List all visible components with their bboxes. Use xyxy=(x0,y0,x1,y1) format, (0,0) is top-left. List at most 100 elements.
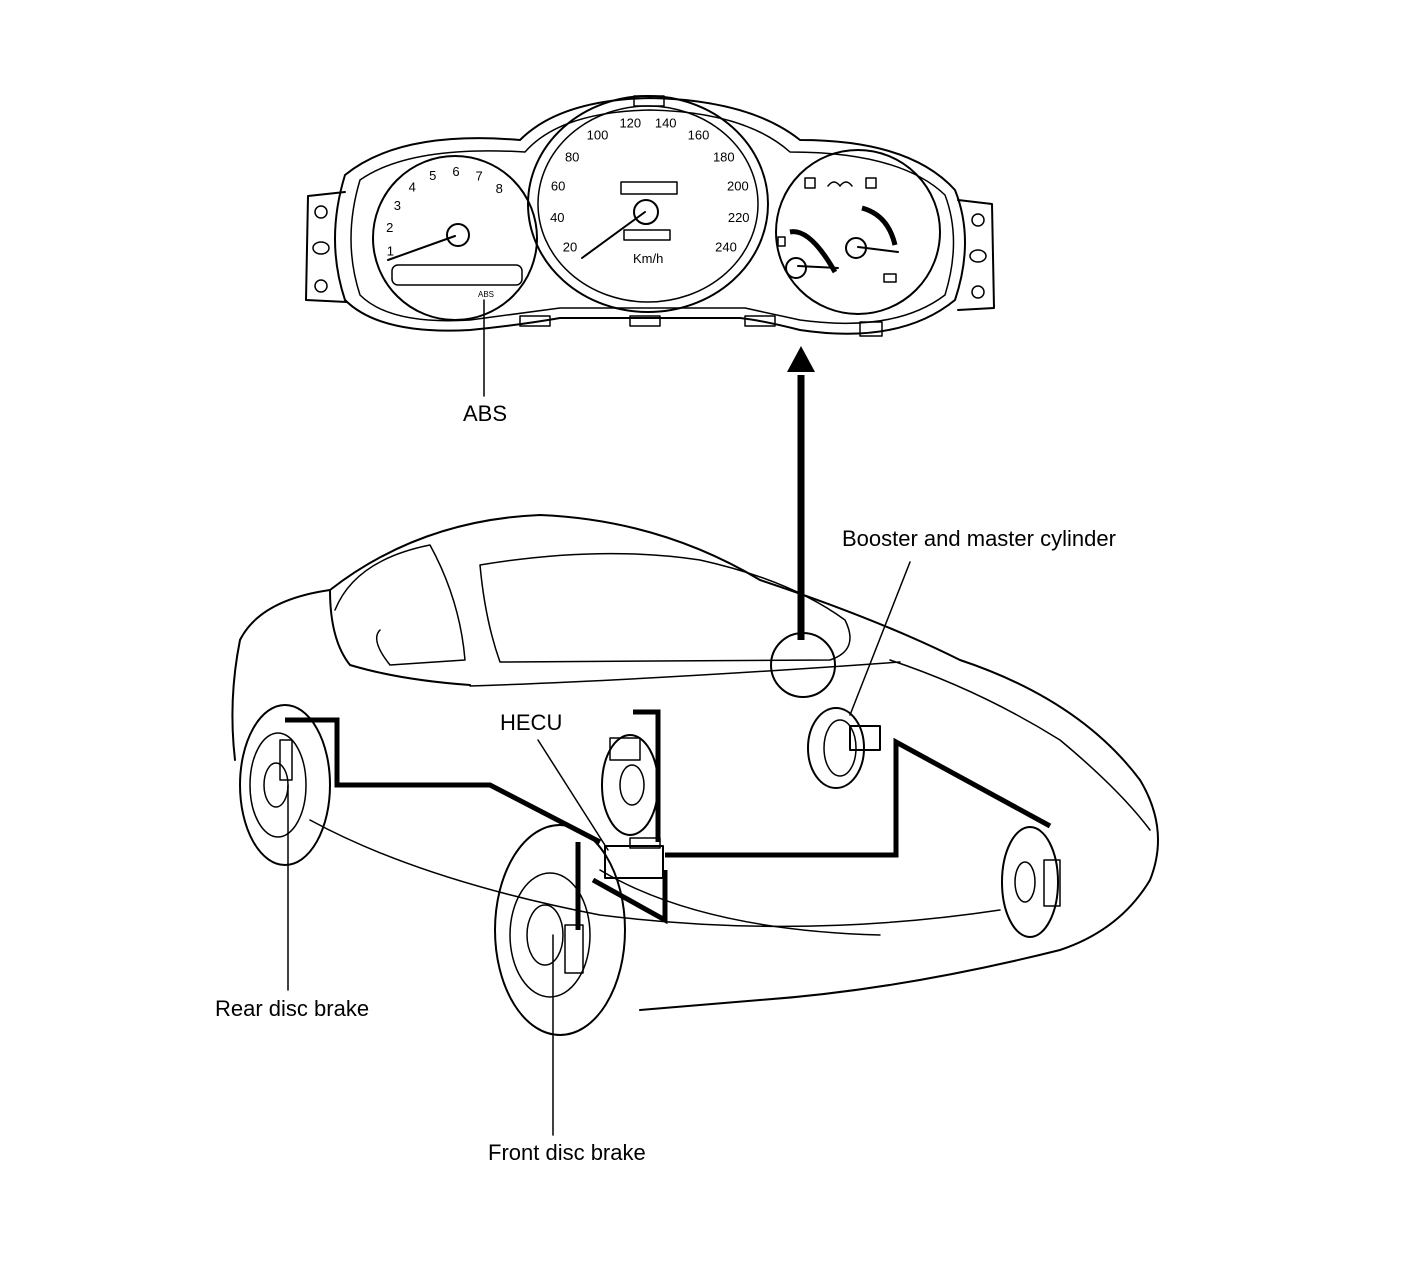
brake-booster xyxy=(807,707,865,789)
rear-right-caliper xyxy=(609,737,641,761)
hecu-body xyxy=(604,845,664,879)
odometer-display xyxy=(620,181,678,195)
front-left-caliper xyxy=(564,924,584,974)
front-left-hub xyxy=(526,904,564,966)
front-left-disc xyxy=(509,872,591,998)
tacho-tick-1: 1 xyxy=(387,244,394,259)
right-bracket-hole-bottom xyxy=(971,285,985,299)
hecu-motor xyxy=(629,837,661,849)
tachometer-hub xyxy=(446,223,470,247)
tacho-tick-7: 7 xyxy=(475,169,482,184)
fuel-gauge-needle xyxy=(797,265,839,269)
booster-face xyxy=(823,719,857,777)
car-body xyxy=(239,514,1159,1011)
speedometer-inner-rim xyxy=(537,105,759,303)
rear-disc xyxy=(249,732,307,838)
warning-lamp-strip xyxy=(391,264,523,286)
front-right-caliper xyxy=(1043,859,1061,907)
speedometer-rim xyxy=(527,95,769,313)
speed-tick-100: 100 xyxy=(587,127,609,142)
tachometer-needle xyxy=(387,235,456,261)
front-left-wheel xyxy=(494,824,626,1036)
car-outline xyxy=(231,514,1159,1011)
fuel-gauge-hub xyxy=(785,257,807,279)
brake-lines xyxy=(285,709,1052,930)
temp-gauge-arc xyxy=(861,205,898,246)
speed-tick-40: 40 xyxy=(550,210,564,225)
tacho-tick-6: 6 xyxy=(452,164,459,179)
speedometer-needle xyxy=(581,211,646,259)
tacho-tick-2: 2 xyxy=(386,220,393,235)
rear-right-brake xyxy=(601,734,659,836)
hecu-label: HECU xyxy=(500,710,562,735)
abs-label: ABS xyxy=(463,401,507,426)
speed-tick-60: 60 xyxy=(551,178,565,193)
rear-right-brake-line xyxy=(633,709,661,842)
front-right-brake-line xyxy=(665,737,1052,858)
speed-tick-180: 180 xyxy=(713,150,735,165)
speed-tick-20: 20 xyxy=(563,240,577,255)
rear-bumper xyxy=(231,639,241,761)
booster-label: Booster and master cylinder xyxy=(842,526,1116,551)
arrow-origin-circle xyxy=(770,632,836,698)
rear-quarter-window xyxy=(334,544,466,666)
rear-right-hub xyxy=(619,764,645,806)
trip-display xyxy=(623,229,671,241)
door-lamp-icon xyxy=(865,177,877,189)
front-right-wheel xyxy=(1001,826,1061,938)
hood-line xyxy=(889,659,1151,831)
rear-caliper xyxy=(279,739,293,781)
hecu-unit xyxy=(604,837,664,879)
hecu-feed-line xyxy=(591,870,668,925)
cluster-bezel xyxy=(350,109,955,325)
tacho-tick-5: 5 xyxy=(429,168,436,183)
speed-tick-220: 220 xyxy=(728,210,750,225)
bottom-clip-3 xyxy=(744,315,776,327)
tacho-tick-3: 3 xyxy=(394,198,401,213)
speed-unit-label: Km/h xyxy=(633,251,663,266)
master-cylinder xyxy=(849,725,881,751)
front-brake-label: Front disc brake xyxy=(488,1140,646,1165)
cluster-housing xyxy=(334,97,966,335)
fuel-temp-gauges xyxy=(775,149,941,315)
right-bracket-hole-top xyxy=(971,213,985,227)
callouts: Booster and master cylinder HECU Rear di… xyxy=(215,526,1116,1165)
indicator-lamp-icon xyxy=(804,177,816,189)
front-right-hub xyxy=(1014,861,1036,903)
tacho-tick-4: 4 xyxy=(409,180,416,195)
rear-brake-label: Rear disc brake xyxy=(215,996,369,1021)
side-window xyxy=(479,552,851,663)
booster-master-cylinder xyxy=(807,707,881,789)
arrow-head xyxy=(787,346,815,372)
oil-lamp-icon xyxy=(827,181,853,187)
speed-tick-160: 160 xyxy=(688,127,710,142)
rear-hub xyxy=(263,762,289,808)
left-mount-bracket xyxy=(305,191,348,303)
left-bracket-hole-mid xyxy=(312,241,330,255)
left-bracket-hole-bottom xyxy=(314,279,328,293)
gauge-pod-rim xyxy=(775,149,941,315)
rear-pillar xyxy=(329,589,471,686)
speed-tick-140: 140 xyxy=(655,116,677,131)
belt-line xyxy=(469,661,901,687)
right-bracket-hole-mid xyxy=(969,249,987,263)
rear-tire xyxy=(239,704,331,866)
left-bracket-hole-top xyxy=(314,205,328,219)
rear-left-brake-line xyxy=(285,717,602,845)
battery-lamp-icon xyxy=(883,273,897,283)
fuel-pump-icon xyxy=(777,236,786,247)
tachometer-rim xyxy=(372,155,538,321)
side-sill xyxy=(309,819,1001,928)
fuel-gauge-arc xyxy=(789,229,838,274)
speed-tick-240: 240 xyxy=(715,240,737,255)
booster-callout-line xyxy=(849,561,911,716)
temp-gauge-needle xyxy=(857,246,899,253)
hecu-callout-line xyxy=(537,739,609,851)
tacho-tick-8: 8 xyxy=(496,181,503,196)
